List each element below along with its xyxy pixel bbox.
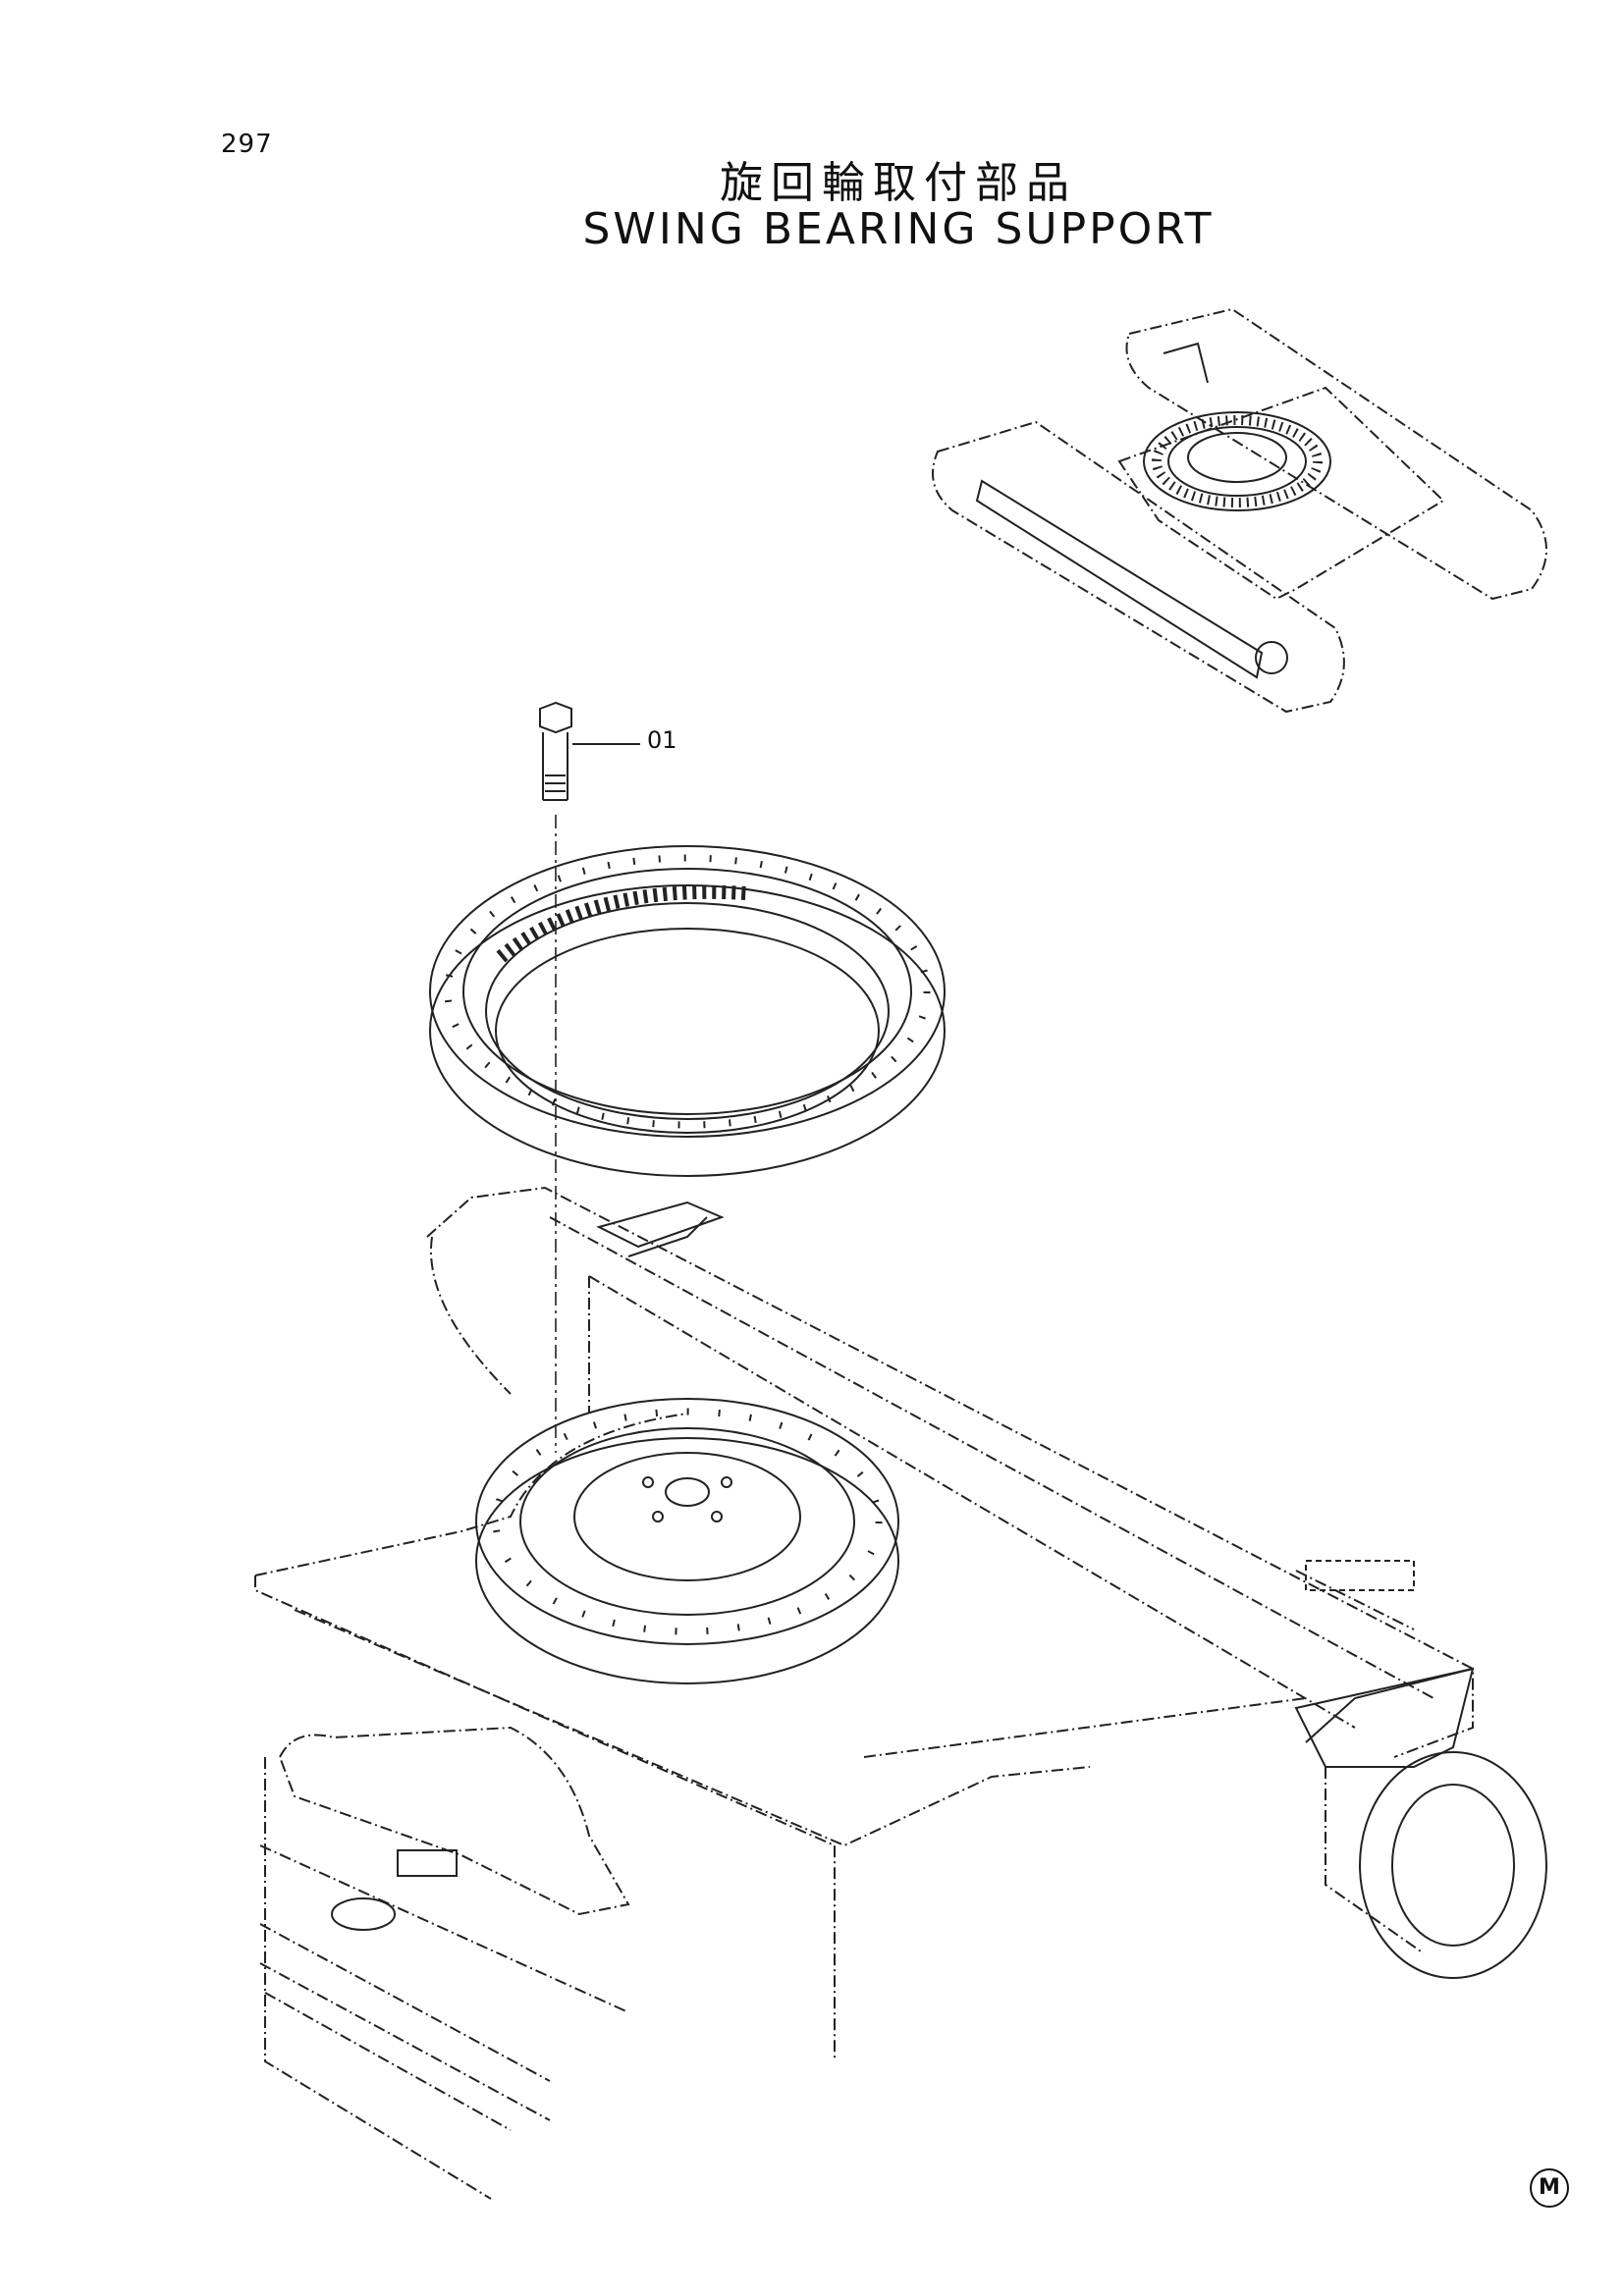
title-english: SWING BEARING SUPPORT xyxy=(582,204,1215,254)
carbody xyxy=(259,1726,630,2200)
bolt-01 xyxy=(539,701,640,801)
swing-bearing xyxy=(429,845,946,1177)
callout-01: 01 xyxy=(647,726,677,754)
manufacturer-mark: M xyxy=(1530,2168,1569,2208)
undercarriage-overview xyxy=(932,307,1547,714)
track-frame xyxy=(254,1186,1547,2061)
title-japanese: 旋回輪取付部品 xyxy=(720,158,1077,208)
mounting-flange xyxy=(475,1398,899,1684)
page-number: 297 xyxy=(221,130,273,159)
